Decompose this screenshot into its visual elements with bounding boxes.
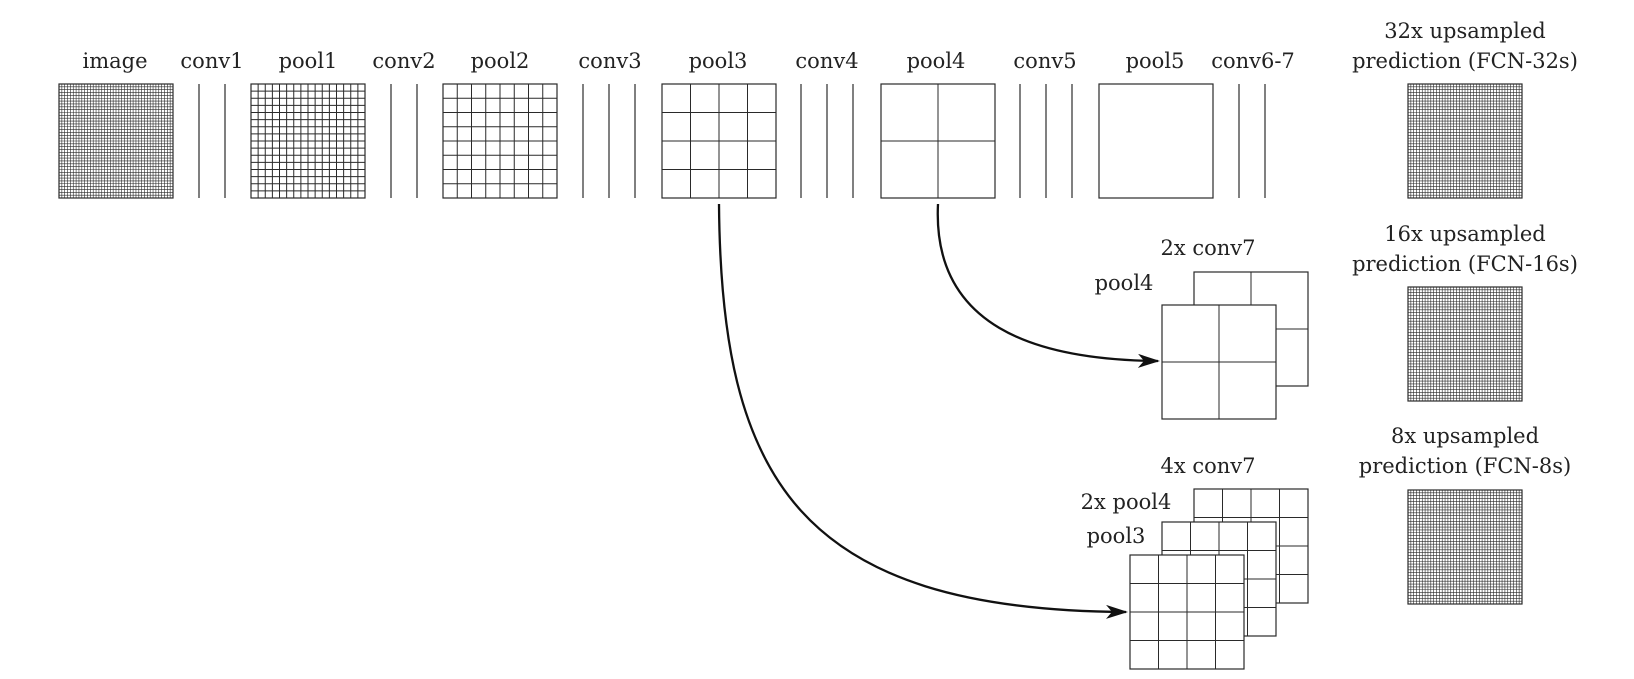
conv1-layers: [198, 84, 226, 198]
pool5-grid: [1098, 83, 1214, 199]
label-pool4: pool4: [907, 49, 966, 73]
fcn8-pool3-grid: [1129, 554, 1245, 670]
label-conv4: conv4: [795, 49, 858, 73]
conv3-layers: [582, 84, 636, 198]
conv4-layers: [800, 84, 854, 198]
fcn32-title-line1: 32x upsampled: [1384, 19, 1545, 43]
pool4-grid: [880, 83, 996, 199]
image-grid: [58, 83, 174, 199]
fcn16-title-line2: prediction (FCN-16s): [1352, 252, 1578, 276]
fcn8-title-line2: prediction (FCN-8s): [1359, 454, 1571, 478]
conv2-layers: [390, 84, 418, 198]
fcn16-conv7-label: 2x conv7: [1160, 236, 1255, 260]
fcn16-pool4-grid: [1161, 304, 1277, 420]
fcn8-conv7-label: 4x conv7: [1160, 454, 1255, 478]
pool4-skip-arrow: [936, 203, 1160, 368]
fcn32-title-line2: prediction (FCN-32s): [1352, 49, 1578, 73]
fcn16-prediction-grid: [1407, 286, 1523, 402]
fcn8-pool3-label: pool3: [1087, 524, 1146, 548]
label-pool3: pool3: [689, 49, 748, 73]
label-image: image: [82, 49, 147, 73]
label-conv3: conv3: [578, 49, 641, 73]
label-pool1: pool1: [279, 49, 338, 73]
label-conv5: conv5: [1013, 49, 1076, 73]
pool1-grid: [250, 83, 366, 199]
conv6-7-layers: [1238, 84, 1266, 198]
label-conv6-7: conv6-7: [1211, 49, 1295, 73]
label-pool2: pool2: [471, 49, 530, 73]
pool3-grid: [661, 83, 777, 199]
conv5-layers: [1019, 84, 1073, 198]
fcn16-title-line1: 16x upsampled: [1384, 222, 1545, 246]
fcn16-pool4-label: pool4: [1095, 271, 1154, 295]
fcn8-pool4-label: 2x pool4: [1081, 490, 1172, 514]
fcn8-title-line1: 8x upsampled: [1391, 424, 1539, 448]
label-pool5: pool5: [1126, 49, 1185, 73]
label-conv1: conv1: [180, 49, 243, 73]
pool3-skip-arrow: [717, 203, 1128, 619]
fcn8-prediction-grid: [1407, 489, 1523, 605]
pool2-grid: [442, 83, 558, 199]
label-conv2: conv2: [372, 49, 435, 73]
fcn32-prediction-grid: [1407, 83, 1523, 199]
